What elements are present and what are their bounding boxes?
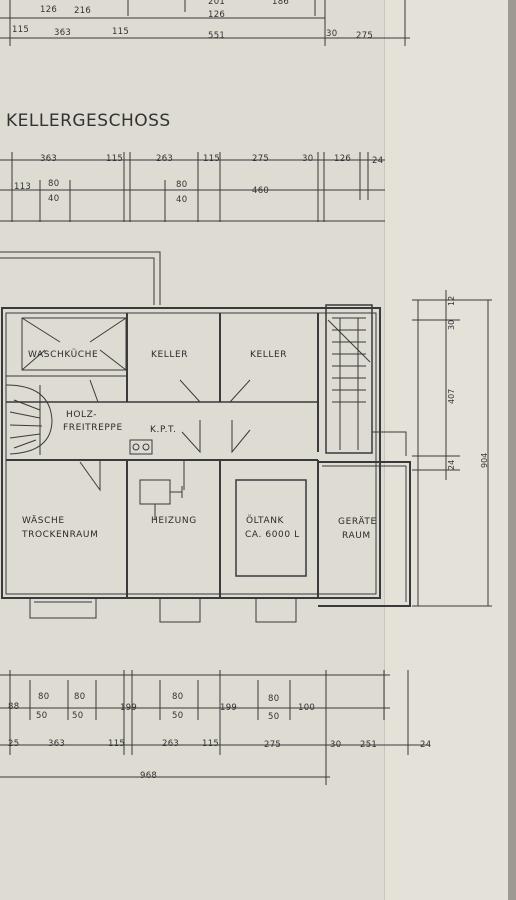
room-label-keller-2: KELLER [250, 350, 288, 360]
dim-label: 30 [302, 154, 314, 164]
dim-label: 113 [14, 182, 32, 192]
dim-label: 115 [108, 739, 126, 749]
dim-label: 50 [72, 711, 84, 721]
room-label-waesche-2: TROCKENRAUM [22, 530, 99, 540]
dim-label: 40 [48, 194, 60, 204]
room-label-treppe-2: FREITREPPE [63, 423, 123, 433]
dim-label: 263 [162, 739, 180, 749]
dim-label: 24 [372, 156, 384, 166]
dim-label: 216 [74, 6, 92, 16]
dim-label: 80 [74, 692, 86, 702]
dim-label: 80 [48, 179, 60, 189]
dim-label: 186 [272, 0, 290, 7]
dim-label: 275 [252, 154, 270, 164]
paper-edge [508, 0, 516, 900]
dim-label: 24 [447, 459, 456, 470]
dim-label: 275 [264, 740, 282, 750]
dim-label: 199 [220, 703, 238, 713]
dim-label: 30 [326, 29, 338, 39]
dim-label: 115 [203, 154, 221, 164]
dim-label: 80 [176, 180, 188, 190]
dim-label: 126 [208, 10, 226, 20]
dim-label: 263 [156, 154, 174, 164]
dim-label: 251 [360, 740, 378, 750]
dim-label: 126 [40, 5, 58, 15]
dim-label: 363 [48, 739, 66, 749]
room-label-treppe-1: HOLZ- [66, 410, 98, 420]
dim-label: 201 [208, 0, 226, 7]
dim-label: 80 [172, 692, 184, 702]
oil-tank [235, 479, 307, 577]
terrace-outline [0, 251, 161, 305]
dim-label: 30 [447, 319, 456, 330]
dim-label: 199 [120, 703, 138, 713]
dim-label: 551 [208, 31, 226, 41]
dim-label: 275 [356, 31, 374, 41]
dim-label: 50 [172, 711, 184, 721]
page-title: KELLERGESCHOSS [6, 111, 171, 131]
dim-label-total: 968 [140, 771, 158, 781]
dim-label: 460 [252, 186, 270, 196]
dim-label: 80 [268, 694, 280, 704]
room-label-waesche-1: WÄSCHE [22, 516, 65, 526]
room-label-kpt: K.P.T. [150, 425, 177, 435]
dim-label: 363 [54, 28, 72, 38]
dim-label: 50 [268, 712, 280, 722]
dim-label: 50 [36, 711, 48, 721]
stair-box [325, 304, 373, 454]
dim-label: 904 [480, 452, 489, 468]
room-label-waschkueche: WASCHKÜCHE [28, 350, 99, 360]
spiral-stair [5, 384, 53, 455]
dim-label: 363 [40, 154, 58, 164]
room-label-oeltank-2: CA. 6000 L [245, 530, 300, 540]
room-label-geraete-1: GERÄTE [338, 517, 377, 527]
dim-label: 115 [112, 27, 130, 37]
dim-label: 115 [12, 25, 30, 35]
dim-label: 40 [176, 195, 188, 205]
room-label-keller-1: KELLER [151, 350, 189, 360]
dim-label: 80 [38, 692, 50, 702]
dim-label: 12 [447, 295, 456, 306]
room-label-geraete-2: RAUM [342, 531, 371, 541]
boiler [139, 479, 171, 505]
dim-label: 88 [8, 702, 20, 712]
dim-label: 24 [420, 740, 432, 750]
outer-wall [1, 307, 381, 599]
dim-label: 115 [202, 739, 220, 749]
kpt-box [129, 439, 153, 455]
dim-label: 100 [298, 703, 316, 713]
dim-label: 25 [8, 739, 20, 749]
dim-label: 407 [447, 388, 456, 404]
dim-label: 30 [330, 740, 342, 750]
room-label-oeltank-1: ÖLTANK [246, 516, 285, 526]
room-label-heizung: HEIZUNG [151, 516, 197, 526]
dim-label: 126 [334, 154, 352, 164]
dim-label: 115 [106, 154, 124, 164]
